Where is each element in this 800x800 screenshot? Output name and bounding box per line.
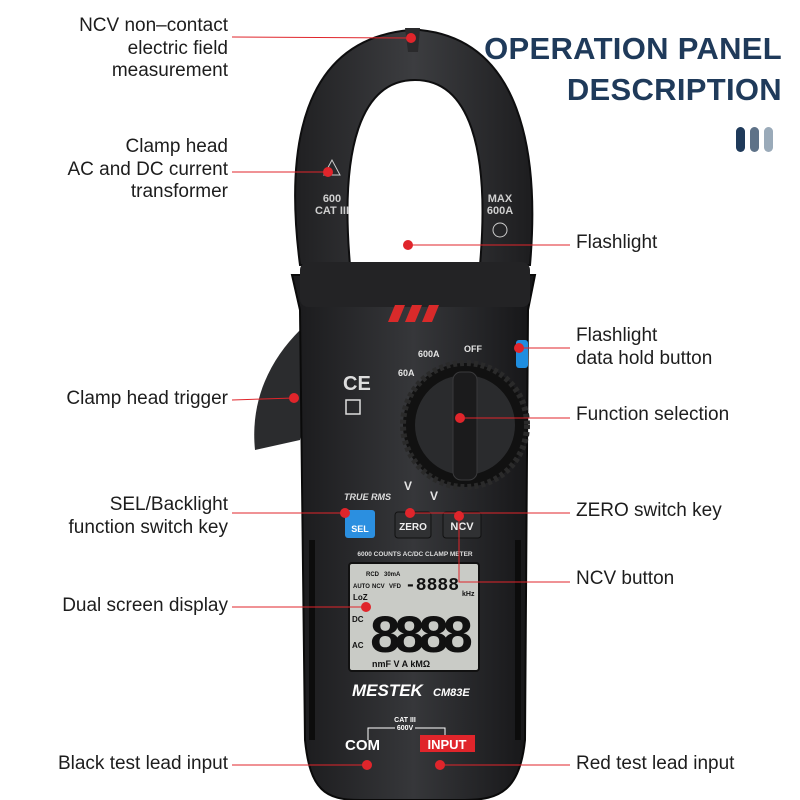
page-title: OPERATION PANEL DESCRIPTION [484, 28, 782, 110]
lcd-tag: 30mA [384, 572, 401, 578]
input-jack-label: INPUT [428, 737, 467, 752]
jaw-cat: CAT III [315, 205, 349, 217]
lcd-loz: LoZ [353, 593, 368, 602]
label-ncv-button: NCV button [576, 568, 675, 589]
label-line: AC and DC current [67, 158, 228, 180]
counts-label: 6000 COUNTS AC/DC CLAMP METER [357, 551, 473, 558]
lcd-main-reading: 8888 [369, 608, 474, 669]
label-ncv: NCV non–contact electric field measureme… [79, 15, 228, 83]
lcd-dc: DC [352, 615, 364, 624]
label-line: function switch key [68, 516, 228, 538]
label-line: data hold button [576, 347, 713, 369]
label-sel: SEL/Backlight function switch key [69, 494, 228, 539]
label-line: SEL/Backlight [109, 494, 228, 515]
label-line: electric field [127, 37, 228, 59]
sel-button-label: SEL [351, 524, 369, 534]
decorative-bars [736, 127, 773, 152]
lcd-units: nmF V A kMΩ [372, 659, 430, 669]
flashlight-stripes [388, 305, 439, 322]
jaw-max: MAX [488, 193, 513, 205]
lcd-tag: VFD [389, 584, 402, 590]
jaw-rating: 600 [323, 193, 341, 205]
label-clamp-head: Clamp head AC and DC current transformer [67, 136, 228, 204]
title-line-2: DESCRIPTION [566, 72, 782, 107]
lcd-ac: AC [352, 641, 364, 650]
label-hold: Flashlight data hold button [576, 325, 712, 370]
bar [764, 127, 773, 152]
jaw-max-value: 600A [487, 205, 513, 217]
clamp-jaw [294, 29, 534, 266]
label-black-lead: Black test lead input [57, 753, 228, 774]
lcd-tag: NCV [372, 584, 385, 590]
dial-vac-label: V [430, 489, 438, 503]
lcd-khz: kHz [462, 591, 475, 598]
lcd-secondary-reading: -8888 [405, 576, 459, 596]
label-zero: ZERO switch key [576, 500, 722, 521]
label-trigger: Clamp head trigger [66, 388, 228, 409]
callout-lines [231, 36, 570, 766]
bar [750, 127, 759, 152]
lcd-tag: RCD [366, 572, 380, 578]
brand-logo: MESTEK [352, 681, 425, 700]
label-flashlight: Flashlight [576, 232, 658, 253]
true-rms-label: TRUE RMS [344, 492, 391, 502]
title-line-1: OPERATION PANEL [484, 31, 782, 66]
cat-voltage: 600V [397, 725, 414, 732]
model-label: CM83E [433, 687, 470, 699]
com-jack-label: COM [345, 737, 380, 754]
label-line: NCV non–contact [79, 15, 228, 36]
dial-vdc-label: V [404, 479, 412, 493]
lcd-display [348, 562, 480, 672]
label-display: Dual screen display [62, 595, 228, 616]
label-line: transformer [130, 181, 228, 202]
label-line: Flashlight [576, 325, 658, 346]
callout-dots [289, 33, 524, 770]
svg-text:CE: CE [343, 373, 371, 395]
dial-600a-label: 600A [418, 349, 440, 359]
sel-button[interactable] [345, 510, 375, 538]
label-line: measurement [111, 60, 228, 81]
label-line: Clamp head [125, 136, 228, 157]
cat-rating: CAT III [394, 717, 416, 724]
lcd-tag: AUTO [353, 584, 370, 590]
label-red-lead: Red test lead input [576, 753, 735, 774]
dial-60a-label: 60A [398, 368, 415, 378]
label-function: Function selection [576, 404, 730, 425]
dial-off-label: OFF [464, 344, 482, 354]
zero-button-label: ZERO [399, 522, 427, 533]
bar [736, 127, 745, 152]
ncv-button-label: NCV [450, 521, 474, 533]
